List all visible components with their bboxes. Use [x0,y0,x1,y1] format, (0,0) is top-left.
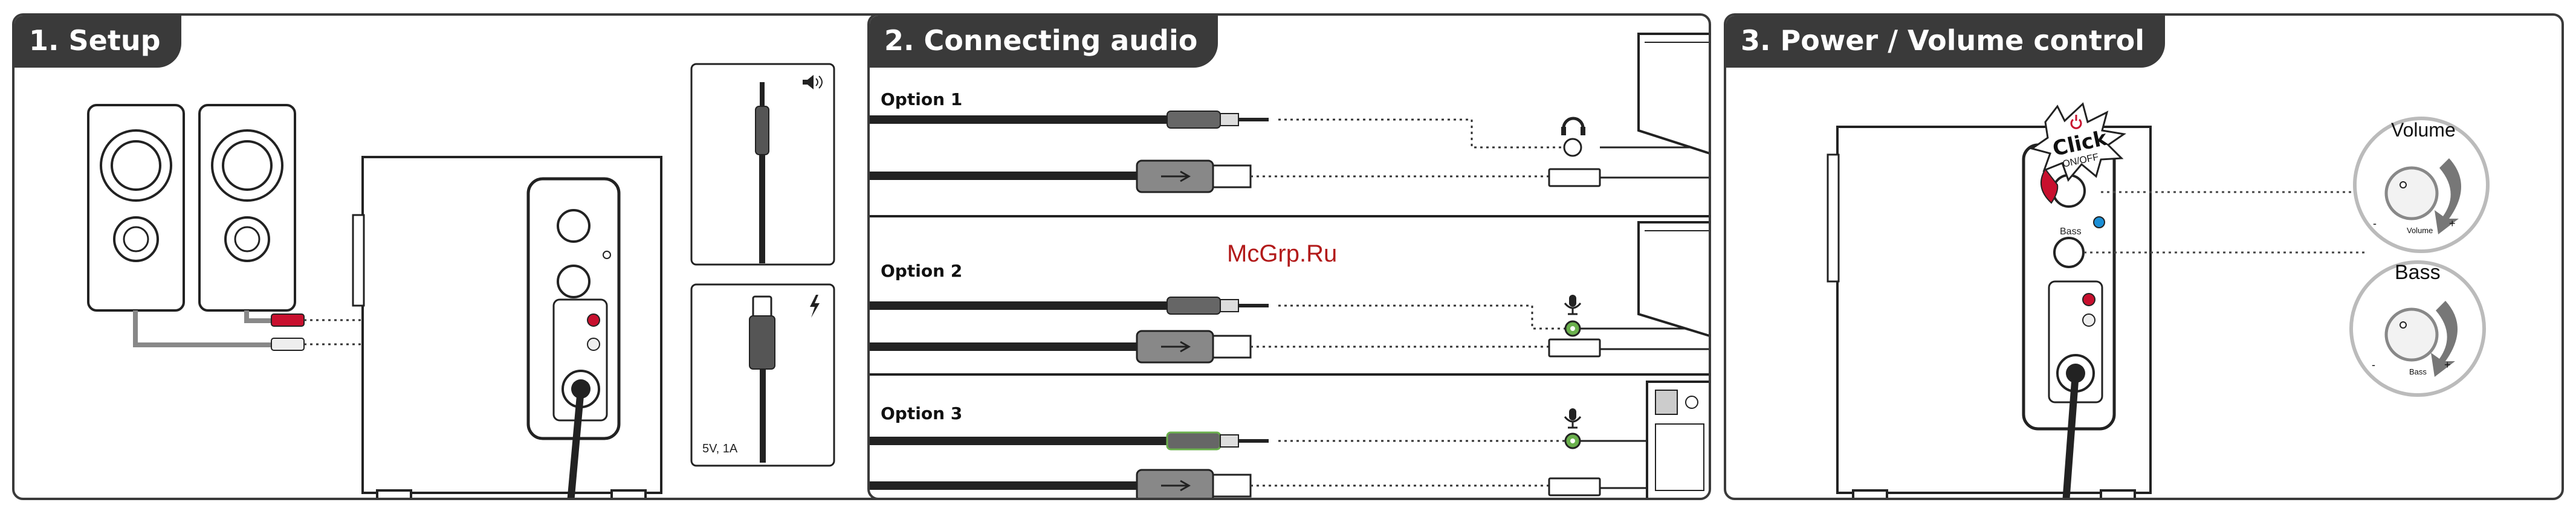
watermark-text: McGrp.Ru [1227,240,1337,268]
setup-diagram: 5V, 1A [15,16,890,500]
satellite-speaker-left [88,105,184,310]
satellite-speaker-right [199,105,295,310]
desktop-tower [1647,382,1711,500]
volume-knob-title: Volume [2391,119,2456,141]
headphones-icon [1561,118,1585,135]
panel-power-volume: 3. Power / Volume control Bass Click ON/ [1724,13,2564,500]
option-3-row: Option 3 [870,382,1711,500]
inset-usb-power: 5V, 1A [691,284,834,466]
inset-audio-jack [691,64,834,265]
bass-knob-callout[interactable]: Bass Bass - + [2351,261,2484,395]
option-label: Option 3 [881,403,962,423]
subwoofer [353,157,661,500]
laptop-2 [1639,222,1711,337]
volume-plus: + [2449,217,2456,230]
power-spec-label: 5V, 1A [702,442,738,455]
option-1-row: Option 1 [870,34,1711,192]
option-label: Option 2 [881,261,962,281]
power-volume-diagram: Bass Click ON/OFF Volume Volume - [1726,16,2564,500]
bass-knob-caption: Bass [2409,367,2427,376]
bass-minus: - [2372,359,2375,371]
bass-knob-title: Bass [2395,261,2441,284]
panel-setup: 1. Setup [12,13,890,500]
option-label: Option 1 [881,89,962,109]
volume-knob-callout[interactable]: Volume Volume - + [2355,118,2488,251]
subwoofer: Bass [1828,127,2150,500]
bass-plus: + [2444,359,2451,371]
microphone-icon [1565,408,1581,428]
volume-minus: - [2373,217,2377,230]
laptop-1 [1639,34,1711,155]
bass-label: Bass [2060,226,2082,237]
volume-knob-caption: Volume [2407,226,2433,235]
microphone-icon [1565,295,1581,314]
